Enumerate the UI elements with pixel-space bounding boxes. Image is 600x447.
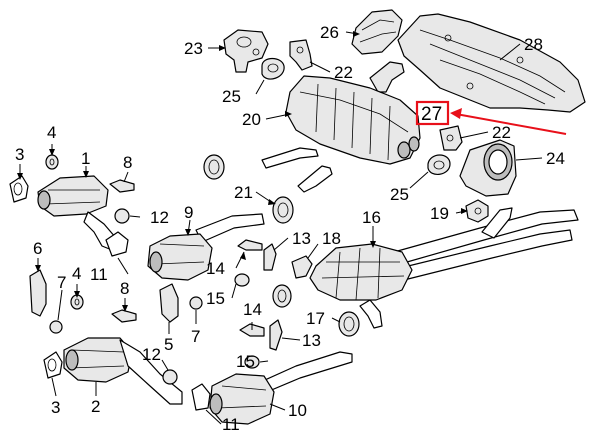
callout-7b: 7	[191, 327, 200, 346]
leader-arrowheads	[17, 31, 468, 312]
callout-16: 16	[362, 208, 381, 227]
callout-labels: 1 2 3 3 4 4 5 6 7 7 8 8 9 10 11 11 12 12…	[15, 23, 565, 434]
callout-25b: 25	[390, 185, 409, 204]
callout-20: 20	[242, 110, 261, 129]
nut-4-bottom	[70, 294, 84, 310]
callout-9: 9	[184, 203, 193, 222]
nut-7-left	[49, 320, 63, 334]
heat-shield-28	[397, 13, 586, 113]
bracket-19	[465, 199, 489, 223]
bracket-18	[291, 255, 313, 279]
nut-15-a	[234, 273, 250, 287]
callout-10: 10	[288, 401, 307, 420]
clamp-21-a	[203, 154, 225, 180]
callout-8a: 8	[123, 153, 132, 172]
nut-12-bottom	[162, 369, 178, 385]
shield-27	[369, 61, 405, 93]
catalytic-converter-9	[147, 213, 265, 281]
callout-12a: 12	[150, 208, 169, 227]
callout-25a: 25	[222, 87, 241, 106]
callout-15b: 15	[236, 352, 255, 371]
callout-13b: 13	[302, 331, 321, 350]
callout-27: 27	[421, 104, 442, 125]
tail-pipe-24	[459, 139, 517, 197]
callout-19: 19	[430, 204, 449, 223]
flange-11-top	[105, 231, 129, 257]
callout-17: 17	[306, 309, 325, 328]
center-muffler-16	[309, 207, 579, 329]
callout-4a: 4	[47, 123, 56, 142]
callout-22a: 22	[334, 63, 353, 82]
catalytic-converter-10	[209, 351, 353, 425]
highlight-box-27	[415, 100, 450, 126]
clamp-17	[338, 311, 360, 337]
gasket-3-top	[9, 175, 29, 203]
bolt-8-bottom	[111, 309, 137, 323]
callout-14a: 14	[206, 259, 225, 278]
callout-7a: 7	[57, 273, 66, 292]
callout-4b: 4	[72, 264, 81, 283]
callout-22b: 22	[492, 123, 511, 142]
bracket-23	[223, 29, 269, 73]
hanger-22-top	[289, 39, 313, 71]
highlight-arrowhead-icon	[450, 108, 462, 119]
hanger-22-right	[439, 125, 463, 151]
callout-1: 1	[81, 149, 90, 168]
catalytic-converter-1	[37, 175, 117, 251]
callout-13a: 13	[292, 229, 311, 248]
callout-14b: 14	[243, 300, 262, 319]
callout-18: 18	[322, 229, 341, 248]
flange-11-bottom	[191, 383, 211, 411]
clamp-21-b	[272, 196, 294, 224]
callout-3a: 3	[15, 145, 24, 164]
nut-7-right	[189, 296, 203, 310]
heat-shield-26	[351, 9, 403, 55]
callout-3b: 3	[51, 398, 60, 417]
catalytic-converter-2	[63, 337, 183, 405]
callout-21: 21	[234, 183, 253, 202]
rubber-mount-25-top	[261, 57, 285, 80]
callout-6: 6	[33, 239, 42, 258]
callout-5: 5	[164, 335, 173, 354]
callout-15a: 15	[206, 289, 225, 308]
nut-12-top	[114, 208, 130, 224]
highlight-callout	[415, 100, 567, 135]
gasket-3-bottom	[43, 351, 63, 379]
bracket-5	[159, 283, 179, 323]
callout-23: 23	[184, 39, 203, 58]
rear-muffler-20	[261, 75, 421, 193]
nut-4-top	[45, 154, 59, 170]
callout-24: 24	[546, 149, 565, 168]
callout-11a: 11	[90, 265, 108, 284]
callout-12b: 12	[142, 345, 161, 364]
hanger-13-a	[263, 243, 277, 271]
bolt-8-top	[109, 179, 135, 193]
nut-15-b	[244, 355, 260, 369]
hanger-13-b	[269, 319, 283, 351]
callout-8b: 8	[120, 279, 129, 298]
bolt-14-a	[237, 239, 263, 251]
callout-2: 2	[91, 397, 100, 416]
callout-11b: 11	[222, 415, 240, 434]
highlight-arrow-line	[455, 113, 567, 135]
callout-28: 28	[524, 35, 543, 54]
callout-26: 26	[320, 23, 339, 42]
clamp-15-top	[272, 284, 292, 308]
rubber-mount-25-right	[427, 154, 451, 175]
bracket-6	[29, 269, 47, 317]
